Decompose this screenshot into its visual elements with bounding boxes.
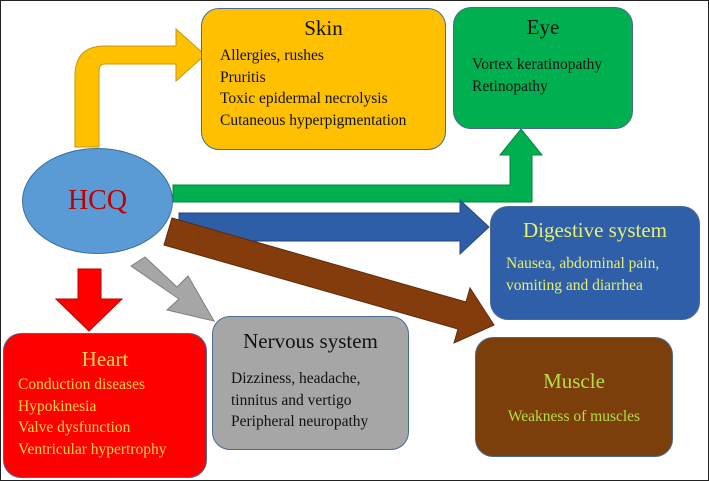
nervous-effect-item: Peripheral neuropathy	[231, 413, 369, 430]
eye-effect-item: Vortex keratinopathy	[472, 56, 603, 73]
skin-title: Skin	[304, 16, 343, 40]
arrow-hcq-to-heart	[54, 268, 124, 332]
arrow-hcq-to-skin	[74, 27, 206, 148]
nervous-title: Nervous system	[243, 329, 378, 353]
nervous-system-box: Nervous system Dizziness, headache, tinn…	[212, 316, 409, 450]
nervous-effect-item: tinnitus and vertigo	[231, 391, 352, 409]
skin-effect-item: Toxic epidermal necrolysis	[220, 90, 388, 107]
eye-effect-item: Retinopathy	[472, 77, 548, 95]
arrow-hcq-to-eye	[172, 128, 544, 203]
arrow-hcq-to-muscle	[163, 217, 495, 344]
skin-box: Skin Allergies, rushes Pruritis Toxic ep…	[201, 8, 446, 150]
heart-effect-item: Ventricular hypertrophy	[18, 440, 167, 458]
muscle-effects-list: Weakness of muscles	[486, 406, 662, 428]
digestive-effects-list: Nausea, abdominal pain, vomiting and dia…	[501, 253, 689, 296]
skin-effect-item: Cutaneous hyperpigmentation	[220, 111, 407, 129]
muscle-box: Muscle Weakness of muscles	[475, 337, 673, 457]
nervous-effects-list: Dizziness, headache, tinnitus and vertig…	[223, 368, 398, 433]
heart-box: Heart Conduction diseases Hypokinesia Va…	[3, 333, 207, 478]
heart-effect-item: Conduction diseases	[18, 376, 145, 393]
hcq-center-node: HCQ	[22, 148, 173, 254]
muscle-title: Muscle	[543, 369, 605, 393]
hcq-label: HCQ	[67, 185, 128, 216]
eye-box: Eye Vortex keratinopathy Retinopathy	[453, 7, 633, 129]
skin-effect-item: Pruritis	[220, 68, 266, 86]
arrow-hcq-to-nervous	[130, 256, 216, 322]
digestive-effect-item: vomiting and diarrhea	[506, 276, 643, 294]
heart-title: Heart	[81, 347, 129, 371]
digestive-effect-item: Nausea, abdominal pain,	[506, 255, 660, 272]
skin-effect-item: Allergies, rushes	[220, 47, 324, 64]
heart-effect-item: Valve dysfunction	[18, 419, 131, 436]
eye-title: Eye	[526, 15, 560, 39]
nervous-effect-item: Dizziness, headache,	[231, 370, 361, 387]
muscle-effect-item: Weakness of muscles	[507, 408, 641, 425]
eye-effects-list: Vortex keratinopathy Retinopathy	[464, 54, 622, 97]
digestive-system-box: Digestive system Nausea, abdominal pain,…	[490, 206, 700, 320]
digestive-title: Digestive system	[522, 218, 668, 242]
heart-effect-item: Hypokinesia	[18, 397, 97, 415]
heart-effects-list: Conduction diseases Hypokinesia Valve dy…	[14, 374, 196, 460]
skin-effects-list: Allergies, rushes Pruritis Toxic epiderm…	[212, 45, 435, 131]
